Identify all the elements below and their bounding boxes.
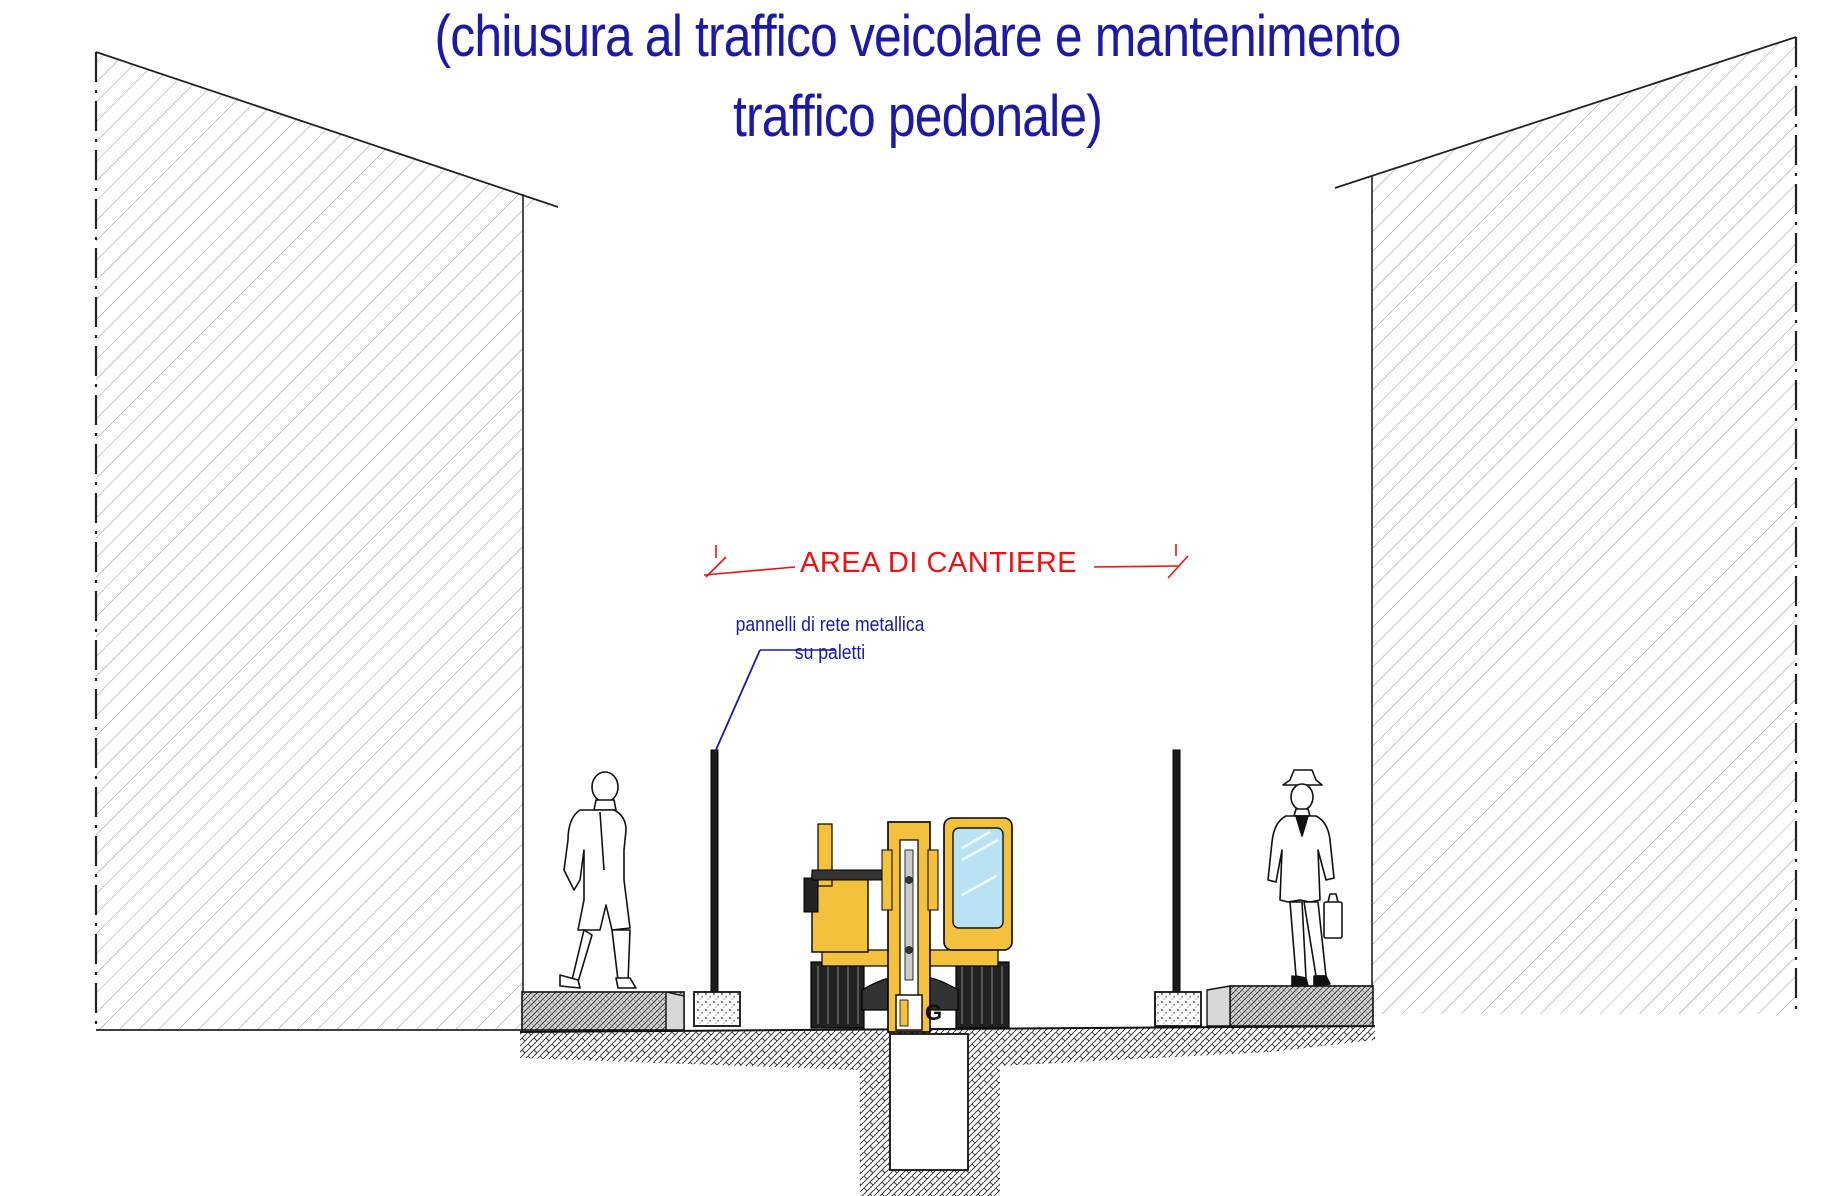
left-sidewalk-curb xyxy=(521,991,685,1031)
fence-note-line-1: pannelli di rete metallica xyxy=(735,614,925,636)
road-ground-section xyxy=(519,1025,1376,1196)
fence-note-line-2: su paletti xyxy=(794,642,866,664)
excavator xyxy=(803,817,1013,1033)
work-area-dimension xyxy=(703,544,1189,579)
fence-note-leader xyxy=(714,649,836,753)
work-area-label: AREA DI CANTIERE xyxy=(800,547,1078,579)
left-building xyxy=(94,51,559,1031)
right-sidewalk-curb xyxy=(1206,985,1374,1027)
fence-post-left xyxy=(693,749,741,1027)
excavation-trench xyxy=(889,1033,969,1171)
drawing-title-line-1: (chiusura al traffico veicolare e manten… xyxy=(434,4,1402,69)
excavator-logo-letter: G xyxy=(925,1000,943,1025)
drawing-title-line-2: traffico pedonale) xyxy=(732,84,1103,149)
right-building xyxy=(1334,36,1798,1014)
fence-post-right xyxy=(1154,749,1202,1027)
pedestrian-right-figure xyxy=(1267,769,1343,987)
pedestrian-left-figure xyxy=(559,771,637,989)
